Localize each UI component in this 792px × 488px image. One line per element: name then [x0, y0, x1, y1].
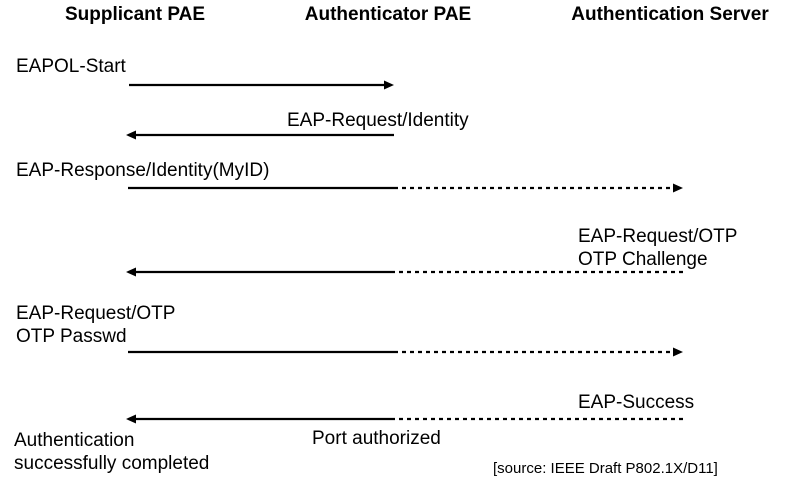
annotation-authentication-complete-line1: Authentication: [14, 430, 135, 451]
annotation-authentication-complete-line2: successfully completed: [14, 453, 210, 474]
message-label-eap-request-identity: EAP-Request/Identity: [287, 110, 469, 131]
source-citation: [source: IEEE Draft P802.1X/D11]: [493, 460, 718, 477]
message-label-eap-request-otp-passwd: EAP-Request/OTP: [16, 303, 176, 324]
message-label-otp-challenge: OTP Challenge: [578, 249, 708, 270]
arrow-eap-request-otp-challenge: [126, 267, 683, 277]
arrow-eap-request-identity: [126, 130, 394, 140]
arrow-eapol-start: [129, 80, 394, 90]
arrow-eap-response-identity: [128, 183, 683, 193]
lane-title-authenticator: Authenticator PAE: [304, 4, 472, 25]
lane-title-supplicant: Supplicant PAE: [64, 4, 206, 25]
message-label-eapol-start: EAPOL-Start: [16, 56, 126, 77]
message-label-eap-response-identity: EAP-Response/Identity(MyID): [16, 160, 270, 181]
message-label-eap-request-otp: EAP-Request/OTP: [578, 226, 738, 247]
lane-title-authentication-server: Authentication Server: [571, 4, 769, 25]
arrow-eap-response-otp-passwd: [128, 347, 683, 357]
arrow-eap-success: [126, 414, 683, 424]
message-label-eap-success: EAP-Success: [578, 392, 695, 413]
annotation-port-authorized: Port authorized: [312, 428, 441, 449]
message-label-otp-passwd: OTP Passwd: [16, 326, 127, 347]
